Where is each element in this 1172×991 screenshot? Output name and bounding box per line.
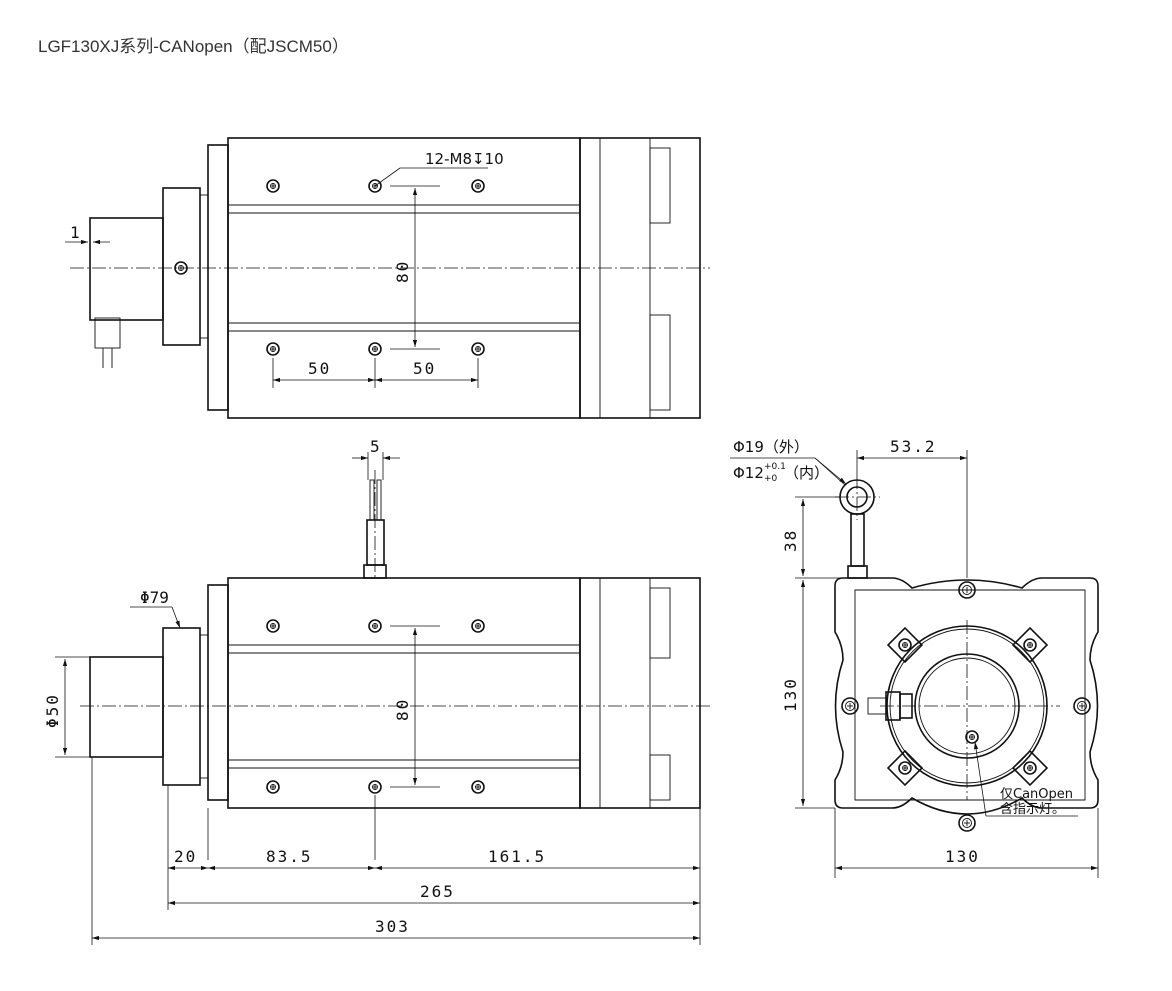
dim-50-left: 50	[308, 359, 331, 378]
dia-50: Φ50	[43, 693, 62, 728]
dim-130-horizontal: 130	[945, 847, 980, 866]
eye-outer-dia: Φ19（外）	[733, 438, 809, 456]
dia-79: Φ79	[140, 588, 169, 607]
eye-inner-dia: Φ12	[733, 464, 764, 482]
dim-130-vertical: 130	[781, 677, 800, 712]
dim-161-5: 161.5	[488, 847, 546, 866]
dim-265: 265	[420, 882, 455, 901]
top-view	[65, 137, 710, 419]
dim-20: 20	[174, 847, 197, 866]
dim-5: 5	[370, 437, 382, 456]
eye-inner-suffix: （内）	[784, 464, 829, 482]
dim-50-right: 50	[413, 359, 436, 378]
eye-inner-tol-lower: +0	[764, 474, 778, 484]
dim-1: 1	[70, 223, 82, 242]
front-view	[55, 452, 710, 945]
dim-80-front: 80	[393, 698, 412, 721]
dim-303: 303	[375, 917, 410, 936]
dim-83-5: 83.5	[266, 847, 313, 866]
dim-53-2: 53.2	[890, 437, 937, 456]
dim-80-top: 80	[393, 260, 412, 283]
thread-note: 12-M8↧10	[425, 150, 504, 168]
drawing-title: LGF130XJ系列-CANopen（配JSCM50）	[38, 37, 349, 56]
note-line-2: 含指示灯。	[1000, 801, 1065, 817]
eye-inner-tol-upper: +0.1	[764, 462, 786, 472]
note-line-1: 仅CanOpen	[1000, 787, 1073, 802]
dim-38: 38	[781, 529, 800, 552]
side-view	[730, 450, 1099, 878]
